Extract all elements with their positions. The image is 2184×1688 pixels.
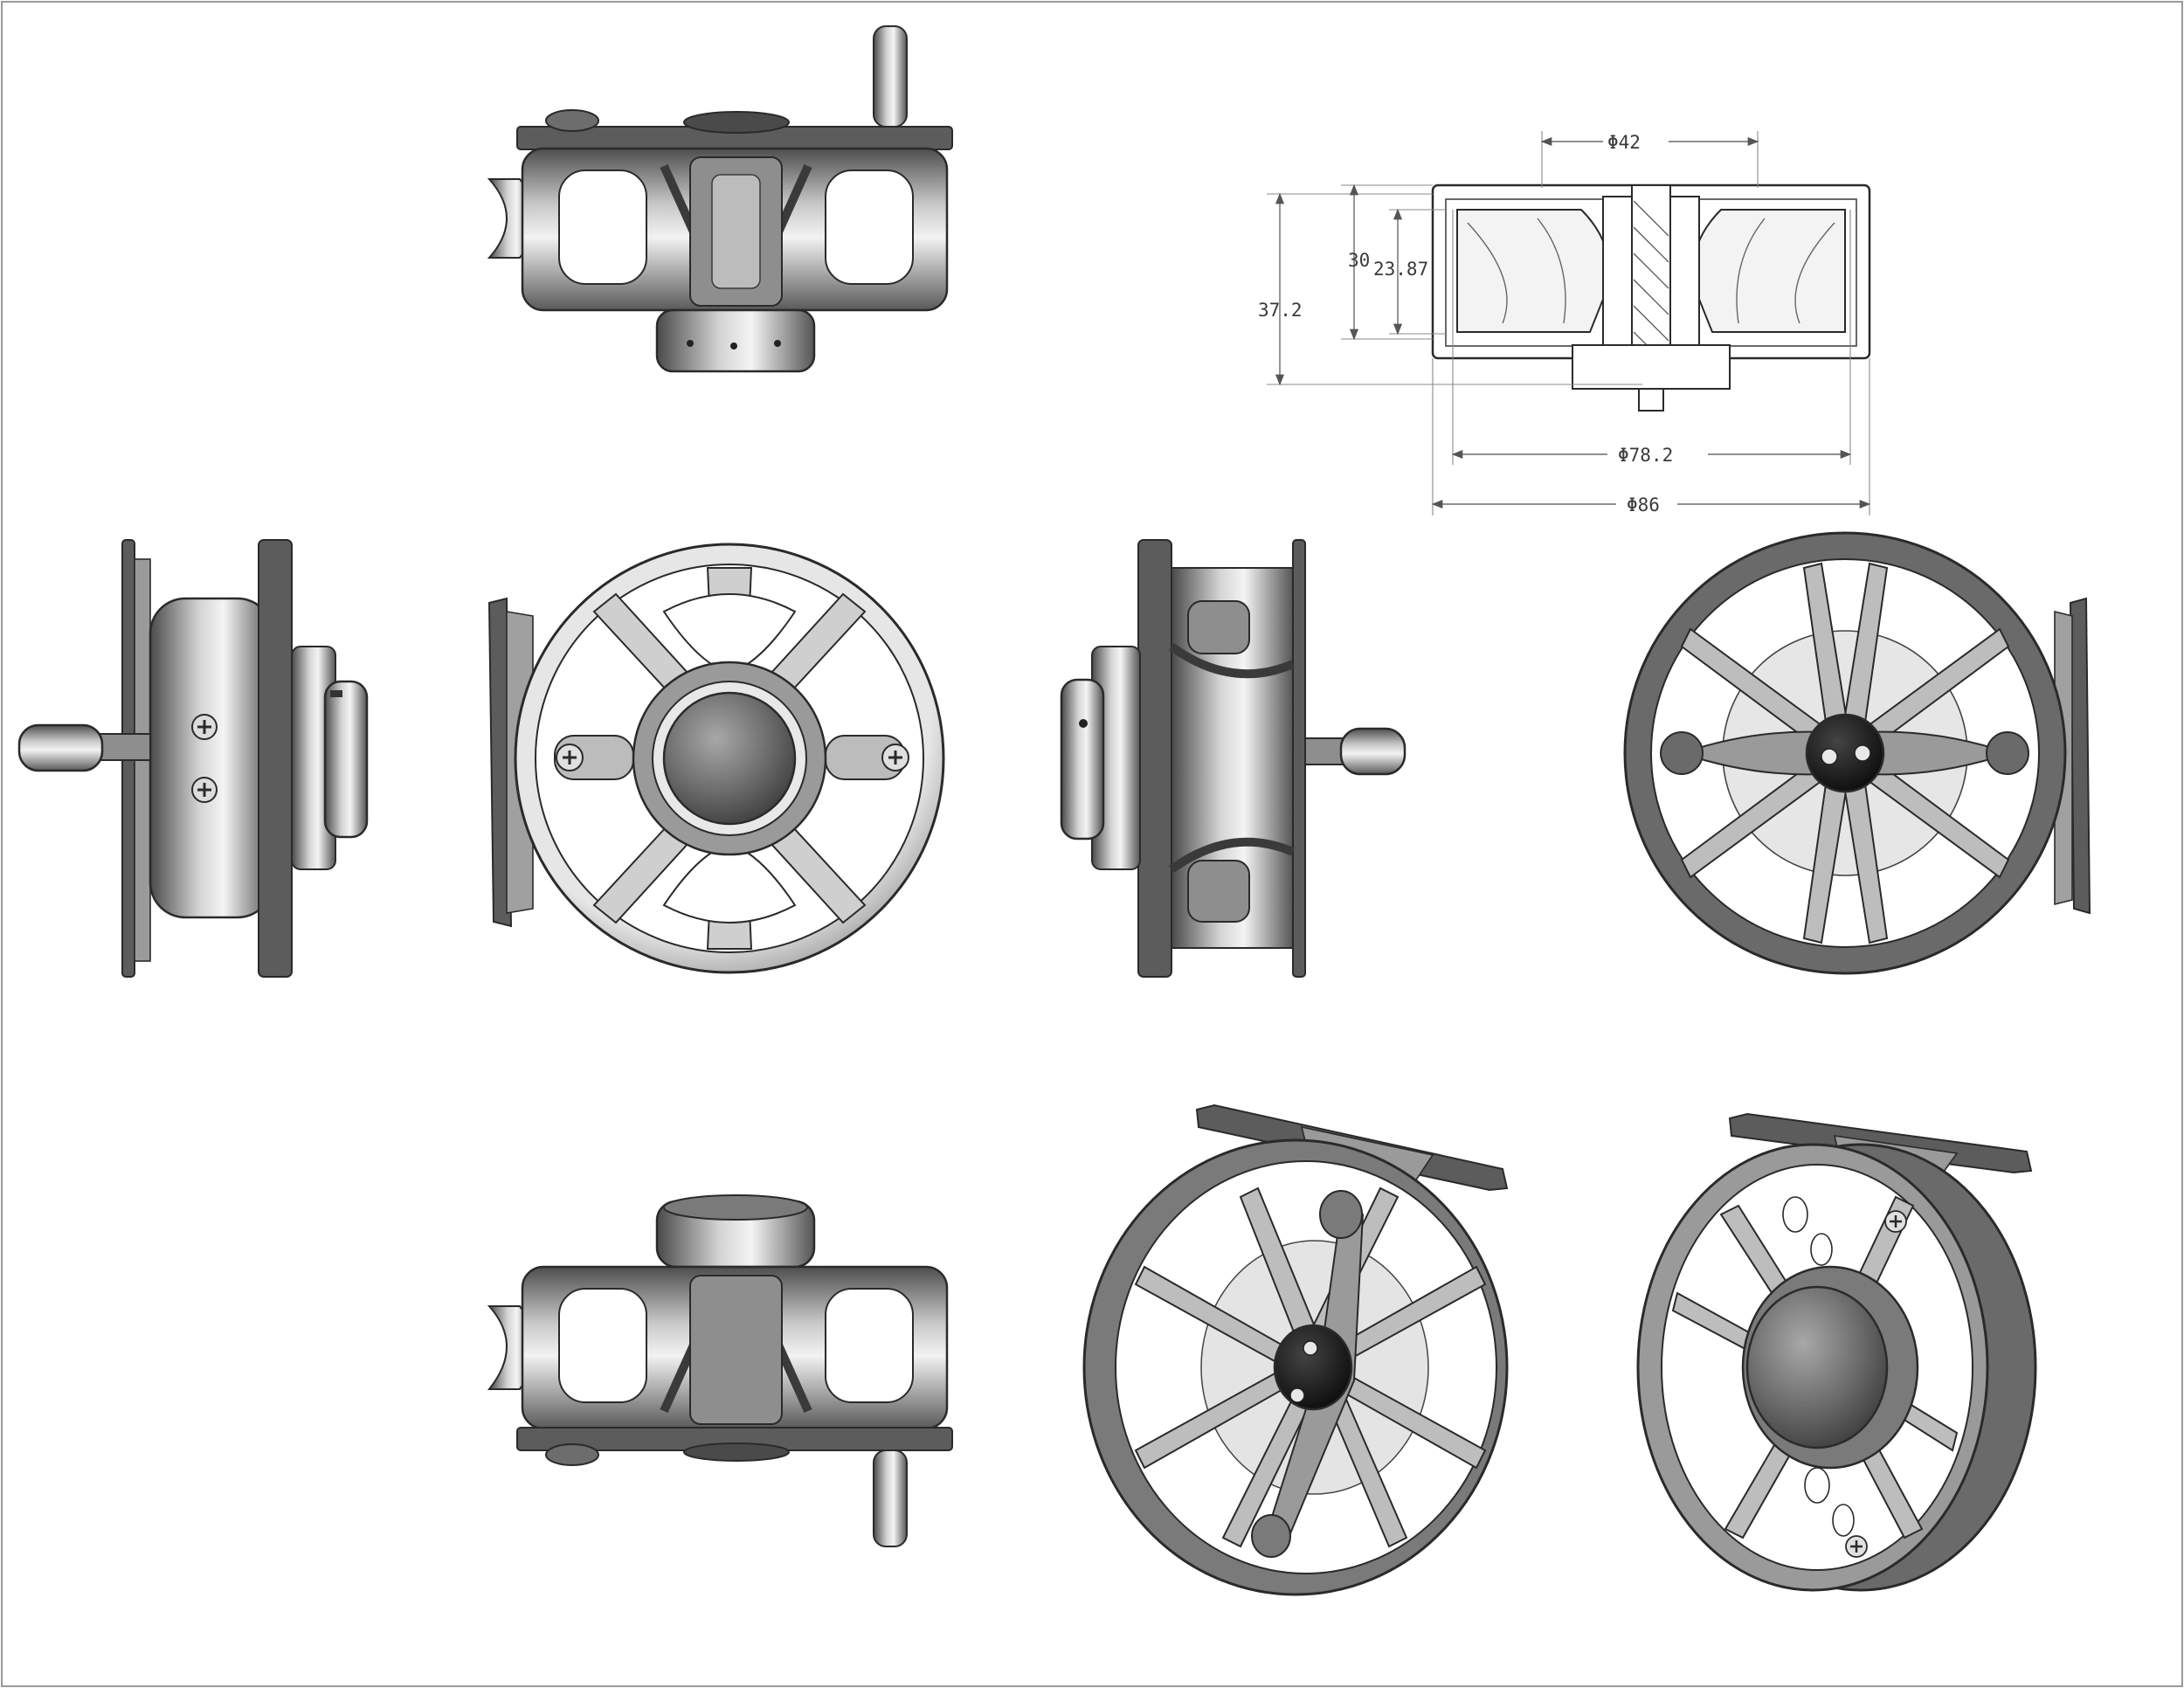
section-view: Φ42 37.2 30 23.87 Φ78.2 Φ86	[1258, 131, 1871, 515]
rear-view	[1623, 531, 2091, 975]
drag-knob	[1805, 713, 1885, 793]
dim-spool-height: 23.87	[1373, 259, 1428, 280]
dim-frame-height: 30	[1348, 250, 1370, 271]
drag-knob	[1273, 1324, 1353, 1411]
right-side-view	[1060, 539, 1406, 978]
dim-outer-diameter: Φ86	[1627, 495, 1660, 515]
left-side-view	[17, 539, 369, 978]
spool-cap	[662, 691, 797, 826]
top-view	[487, 25, 953, 373]
handle-knob	[873, 25, 908, 128]
dim-spool-diameter: Φ78.2	[1618, 445, 1673, 466]
front-view	[487, 543, 945, 974]
iso-view-spool-side	[1636, 1112, 2037, 1592]
iso-view-handle-side	[1082, 1103, 1509, 1596]
bottom-view	[487, 1194, 953, 1547]
handle-knob	[1339, 727, 1406, 776]
dim-inner-diameter: Φ42	[1607, 132, 1641, 153]
spool-cap	[1745, 1285, 1889, 1449]
handle-knob	[873, 1449, 908, 1547]
handle-knob	[17, 723, 104, 772]
dim-overall-height: 37.2	[1258, 300, 1303, 321]
